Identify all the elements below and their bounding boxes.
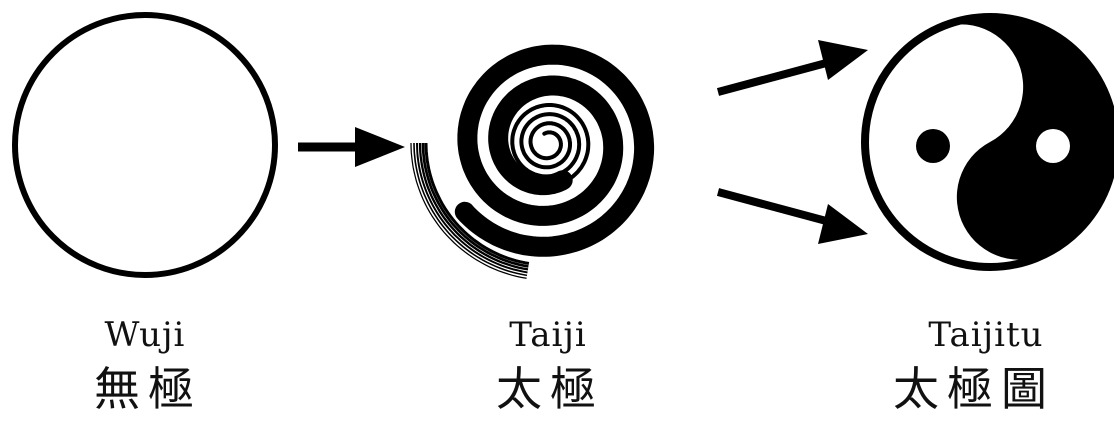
wuji-label: Wuji: [25, 318, 265, 352]
taijitu-yin-yang-icon: [865, 0, 1114, 282]
taiji-label: Taiji: [428, 318, 668, 352]
taiji-spiral-icon: [411, 55, 644, 279]
taiji-chinese-label: 太極: [410, 366, 690, 412]
yin-dot-icon: [916, 129, 950, 163]
arrow-taiji-to-taijitu-upper-icon: [718, 40, 868, 92]
yang-dot-icon: [1036, 129, 1070, 163]
taijitu-chinese-label: 太極圖: [834, 366, 1114, 412]
taijitu-label: Taijitu: [866, 318, 1106, 352]
arrow-wuji-to-taiji-icon: [298, 127, 405, 167]
arrow-taiji-to-taijitu-lower-icon: [718, 192, 868, 244]
wuji-empty-circle-icon: [15, 15, 275, 275]
wuji-chinese-label: 無極: [8, 366, 288, 412]
